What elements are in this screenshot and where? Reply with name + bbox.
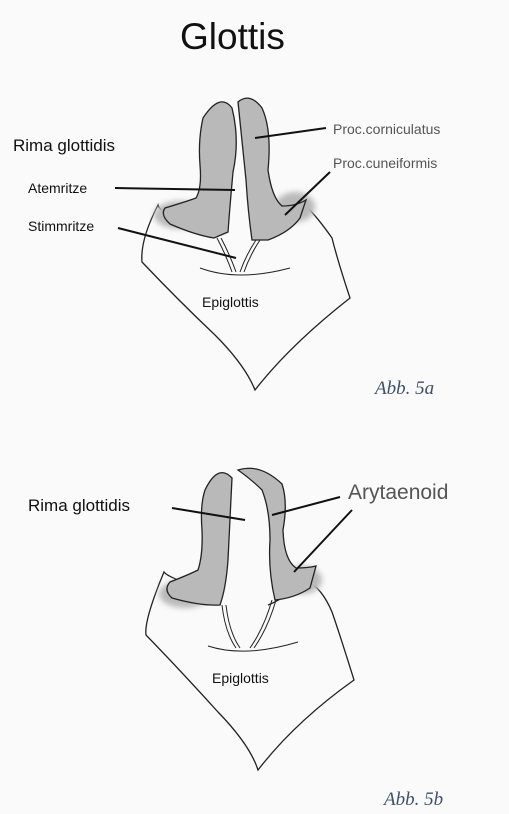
- caption-a: Abb. 5a: [375, 378, 434, 400]
- left-arytenoid-a: [163, 102, 236, 238]
- caption-b: Abb. 5b: [384, 789, 443, 811]
- vocal-fold-left-b: [222, 605, 236, 648]
- left-arytenoid-b: [167, 473, 232, 605]
- label-atemritze: Atemritze: [28, 180, 87, 196]
- figure-b: [146, 468, 354, 770]
- label-rima-glottidis-a: Rima glottidis: [13, 136, 115, 156]
- right-arytenoid-a: [238, 98, 306, 240]
- label-proc-corniculatus: Proc.corniculatus: [333, 121, 440, 137]
- vocal-fold-left2-b: [226, 605, 240, 648]
- vocal-fold-right2-b: [250, 600, 272, 648]
- label-stimmritze: Stimmritze: [28, 218, 94, 234]
- vocal-fold-right-b: [254, 600, 276, 648]
- label-proc-cuneiformis: Proc.cuneiformis: [333, 155, 437, 171]
- leader-arytaenoid-lower: [294, 510, 352, 572]
- label-epiglottis-a: Epiglottis: [202, 294, 259, 310]
- page-title: Glottis: [180, 16, 285, 58]
- label-epiglottis-b: Epiglottis: [212, 670, 269, 686]
- right-arytenoid-b: [238, 468, 316, 600]
- vocal-fold-right2-a: [240, 240, 256, 272]
- label-rima-glottidis-b: Rima glottidis: [28, 496, 130, 516]
- label-arytaenoid: Arytaenoid: [348, 481, 448, 505]
- figure-a: [115, 98, 350, 390]
